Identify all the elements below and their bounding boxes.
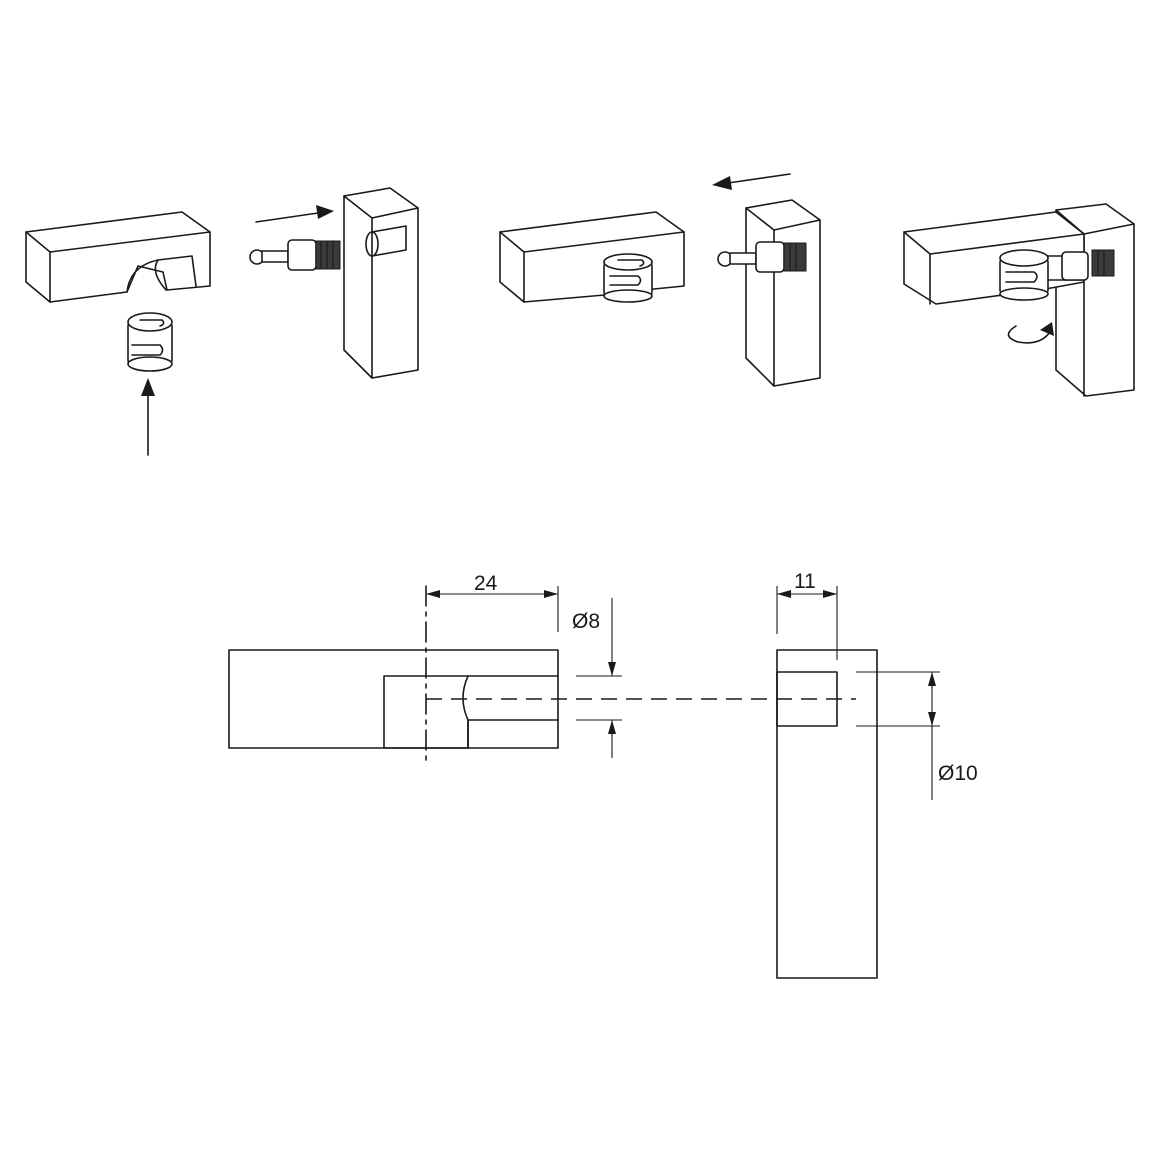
insert-right-arrow-1	[255, 205, 334, 223]
step-1-post	[343, 187, 419, 379]
dimension-diameter-8: Ø8	[572, 598, 622, 758]
step-2-post	[745, 199, 821, 387]
dimension-24: 24	[426, 572, 559, 632]
step-2-board	[499, 211, 685, 303]
insert-left-arrow-2	[712, 173, 791, 190]
step-1-board	[25, 211, 211, 303]
dowel-bolt-2	[717, 241, 807, 273]
dimension-diameter-10: Ø10	[856, 671, 978, 800]
dowel-bolt-1	[249, 239, 341, 271]
dimension-diameter-8-label: Ø8	[572, 610, 600, 633]
rotate-arrow-icon	[1007, 322, 1054, 344]
dimension-24-label: 24	[474, 572, 498, 595]
dimension-11-label: 11	[794, 570, 816, 593]
step-3-assembly	[903, 203, 1135, 397]
cam-lock-2	[603, 253, 653, 303]
dimension-11: 11	[776, 570, 838, 660]
insert-up-arrow	[141, 378, 155, 456]
centerlines	[425, 585, 856, 767]
cam-lock-1	[127, 312, 173, 372]
dimension-diameter-10-label: Ø10	[938, 762, 978, 785]
